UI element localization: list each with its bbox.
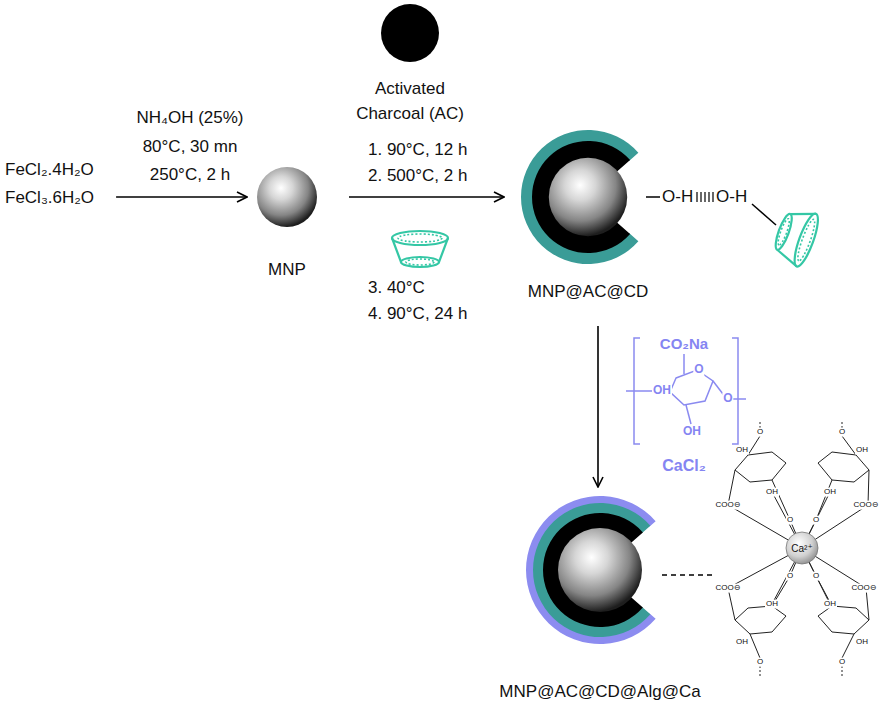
- egg-box-structure: [728, 420, 869, 676]
- structure-label: O: [838, 658, 846, 667]
- structure-label: COO⊖: [853, 501, 880, 510]
- structure-label: O: [812, 516, 820, 525]
- node-shape: [379, 2, 441, 64]
- formula-label: O: [722, 392, 733, 405]
- node-label: MNP@AC@CD: [518, 279, 658, 304]
- bond-line: [752, 204, 776, 225]
- formula-label: CaCl₂: [662, 457, 706, 475]
- particle-node: MNP: [255, 165, 319, 282]
- structure-label: O: [756, 428, 764, 437]
- formula-label: O: [693, 363, 704, 376]
- structure-label: COO⊖: [715, 501, 742, 510]
- structure-label: O: [786, 516, 794, 525]
- condition-label: 2. 500°C, 2 h: [368, 167, 467, 186]
- condition-label: 4. 90°C, 24 h: [368, 305, 467, 324]
- structure-label: OH: [735, 638, 749, 647]
- bond-line: [646, 196, 660, 198]
- node-label: FeCl₃.6H₂O: [5, 184, 94, 212]
- charcoal-shell: [532, 141, 630, 253]
- node-label: MNP@AC@CD@Alg@Ca: [499, 679, 700, 704]
- node-label: FeCl₂.4H₂O: [5, 156, 94, 184]
- magnetic-nanoparticle: [257, 167, 317, 227]
- structure-label: COO⊖: [851, 584, 878, 593]
- magnetic-nanoparticle: [558, 528, 642, 612]
- condition-label: 250°C, 2 h: [150, 166, 231, 185]
- node-shape: [255, 165, 319, 229]
- structure-label: O: [756, 658, 764, 667]
- condition-label: 3. 40°C: [368, 279, 425, 298]
- structure-label: O: [812, 572, 820, 581]
- cyclodextrin-shell: [533, 503, 650, 637]
- reaction-arrow: [349, 196, 504, 198]
- structure-label: OH: [823, 600, 837, 609]
- structure-label: OH: [765, 600, 779, 609]
- structure-label: OH: [765, 488, 779, 497]
- structure-label: OH: [855, 638, 869, 647]
- condition-label: 80°C, 30 mn: [143, 138, 238, 157]
- particle-node: Activated Charcoal (AC): [345, 2, 475, 126]
- structure-label: OH: [855, 446, 869, 455]
- structure-label: COO⊖: [715, 584, 742, 593]
- condition-label: 1. 90°C, 12 h: [368, 141, 467, 160]
- structure-label: OH: [823, 488, 837, 497]
- alginate-monomer: [626, 338, 746, 444]
- structure-label: O: [838, 428, 846, 437]
- reaction-arrow: [116, 196, 247, 198]
- formula-label: OH: [652, 384, 672, 397]
- node-label: Activated Charcoal (AC): [345, 76, 475, 126]
- cyclodextrin-icon: [769, 204, 822, 269]
- formula-label: OH: [682, 425, 702, 438]
- calcium-ion: [786, 532, 818, 564]
- reagent-block: FeCl₂.4H₂OFeCl₃.6H₂O: [5, 156, 94, 212]
- alginate-shell: [526, 496, 656, 644]
- charcoal-disc: [381, 4, 439, 62]
- structure-label: O: [786, 572, 794, 581]
- cyclodextrin-icon: [392, 231, 448, 267]
- node-label: MNP: [255, 257, 319, 282]
- bond-label: O-H: [716, 188, 747, 207]
- condition-label: NH₄OH (25%): [136, 109, 243, 128]
- node-shape: [518, 127, 658, 267]
- bond-label: O-H: [662, 188, 693, 207]
- node-shape: [525, 495, 675, 645]
- cyclodextrin-shell: [521, 130, 638, 264]
- reaction-arrow: [597, 326, 599, 487]
- hydrogen-bond: [697, 192, 713, 202]
- particle-node: MNP@AC@CD: [518, 127, 658, 304]
- charcoal-shell: [543, 513, 643, 627]
- structure-label: OH: [735, 446, 749, 455]
- dashed-link: [662, 574, 716, 576]
- magnetic-nanoparticle: [549, 158, 627, 236]
- structure-label: Ca²⁺: [791, 543, 812, 554]
- formula-label: CO₂Na: [659, 336, 709, 353]
- particle-node: MNP@AC@CD@Alg@Ca: [499, 495, 700, 704]
